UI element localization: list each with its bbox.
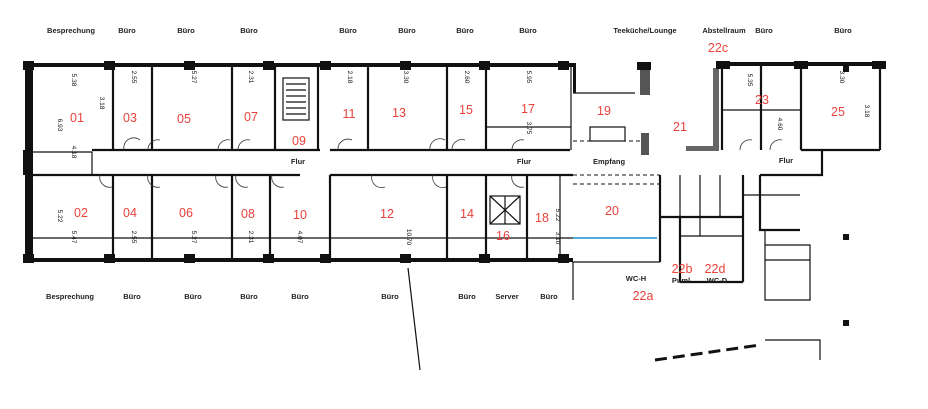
room-number: 06 bbox=[179, 206, 193, 220]
dimension: 3.30 bbox=[838, 71, 845, 84]
room-number: 08 bbox=[241, 207, 255, 221]
room-type-label: Abstellraum bbox=[702, 26, 746, 35]
dimension: 5.47 bbox=[70, 231, 77, 244]
dimension: 3.75 bbox=[525, 122, 532, 135]
area-label: Flur bbox=[291, 157, 305, 166]
dimension: 5.22 bbox=[554, 209, 561, 222]
room-number: 02 bbox=[74, 206, 88, 220]
dimension: 6.93 bbox=[56, 119, 63, 132]
room-number: 12 bbox=[380, 207, 394, 221]
room-type-label: Büro bbox=[184, 292, 202, 301]
room-number: 09 bbox=[292, 134, 306, 148]
room-type-label: Büro bbox=[123, 292, 141, 301]
room-number: 22d bbox=[705, 262, 726, 276]
room-number: 18 bbox=[535, 211, 549, 225]
room-type-label: Büro bbox=[456, 26, 474, 35]
room-number: 14 bbox=[460, 207, 474, 221]
room-type-label: Büro bbox=[240, 292, 258, 301]
dimension: 3.18 bbox=[863, 105, 870, 118]
area-label: Puml bbox=[672, 276, 690, 285]
dimension: 5.95 bbox=[525, 71, 532, 84]
room-type-label: Büro bbox=[755, 26, 773, 35]
room-type-label: Büro bbox=[240, 26, 258, 35]
room-number: 22a bbox=[633, 289, 654, 303]
area-label: Empfang bbox=[593, 157, 626, 166]
room-number: 16 bbox=[496, 229, 510, 243]
dimension: 5.38 bbox=[70, 74, 77, 87]
room-number: 21 bbox=[673, 120, 687, 134]
room-type-label: Büro bbox=[834, 26, 852, 35]
room-type-label: Büro bbox=[519, 26, 537, 35]
room-number: 15 bbox=[459, 103, 473, 117]
dimension: 5.27 bbox=[190, 231, 197, 244]
room-number: 25 bbox=[831, 105, 845, 119]
dimension: 5.22 bbox=[56, 210, 63, 223]
dimension: 5.27 bbox=[190, 71, 197, 84]
dimension: 2.60 bbox=[463, 71, 470, 84]
dimension: 10.70 bbox=[405, 229, 412, 246]
area-label: WC-H bbox=[626, 274, 646, 283]
dimension: 4.07 bbox=[296, 231, 303, 244]
room-number: 17 bbox=[521, 102, 535, 116]
doors bbox=[99, 137, 783, 188]
room-number: 03 bbox=[123, 111, 137, 125]
room-number: 05 bbox=[177, 112, 191, 126]
room-type-label: Büro bbox=[339, 26, 357, 35]
dimension: 2.31 bbox=[247, 231, 254, 244]
room-type-label: Büro bbox=[540, 292, 558, 301]
dimension: 2.55 bbox=[130, 71, 137, 84]
dimension: 2.31 bbox=[247, 71, 254, 84]
dimension: 3.30 bbox=[402, 71, 409, 84]
room-type-label: Besprechung bbox=[47, 26, 95, 35]
room-type-label: Büro bbox=[291, 292, 309, 301]
room-number: 20 bbox=[605, 204, 619, 218]
bottom-labels: Besprechung Büro Büro Büro Büro Büro Bür… bbox=[46, 292, 558, 301]
room-number: 23 bbox=[755, 93, 769, 107]
dimension: 4.18 bbox=[70, 146, 77, 159]
room-type-label: Büro bbox=[458, 292, 476, 301]
room-type-label: Besprechung bbox=[46, 292, 94, 301]
dimension: 2.18 bbox=[346, 71, 353, 84]
dimension: 5.35 bbox=[746, 74, 753, 87]
room-type-label: Büro bbox=[381, 292, 399, 301]
area-label: Flur bbox=[779, 156, 793, 165]
room-number: 07 bbox=[244, 110, 258, 124]
room-number: 22c bbox=[708, 41, 728, 55]
room-type-label: Teeküche/Lounge bbox=[613, 26, 676, 35]
dimension: 2.55 bbox=[130, 231, 137, 244]
area-labels: Flur Flur Empfang Flur WC-H Puml WC-D bbox=[291, 156, 793, 285]
dimension: 3.10 bbox=[554, 232, 561, 245]
room-type-label: Büro bbox=[398, 26, 416, 35]
walls bbox=[23, 61, 886, 371]
room-number: 04 bbox=[123, 206, 137, 220]
room-number: 11 bbox=[343, 107, 356, 121]
room-number: 10 bbox=[293, 208, 307, 222]
dimension-labels: 5.38 6.93 3.18 4.18 2.55 5.27 2.31 5.22 … bbox=[56, 71, 870, 246]
area-label: Flur bbox=[517, 157, 531, 166]
room-type-label: Büro bbox=[177, 26, 195, 35]
dimension: 4.60 bbox=[776, 118, 783, 131]
area-label: WC-D bbox=[707, 276, 728, 285]
room-number: 22b bbox=[672, 262, 693, 276]
top-labels: Besprechung Büro Büro Büro Büro Büro Bür… bbox=[47, 26, 852, 35]
room-number: 13 bbox=[392, 106, 406, 120]
room-number: 19 bbox=[597, 104, 611, 118]
room-number: 01 bbox=[70, 111, 84, 125]
room-type-label: Server bbox=[495, 292, 518, 301]
room-numbers: 01 03 05 07 09 11 13 15 17 19 21 22c 23 … bbox=[70, 41, 845, 303]
room-type-label: Büro bbox=[118, 26, 136, 35]
dimension: 3.18 bbox=[98, 97, 105, 110]
